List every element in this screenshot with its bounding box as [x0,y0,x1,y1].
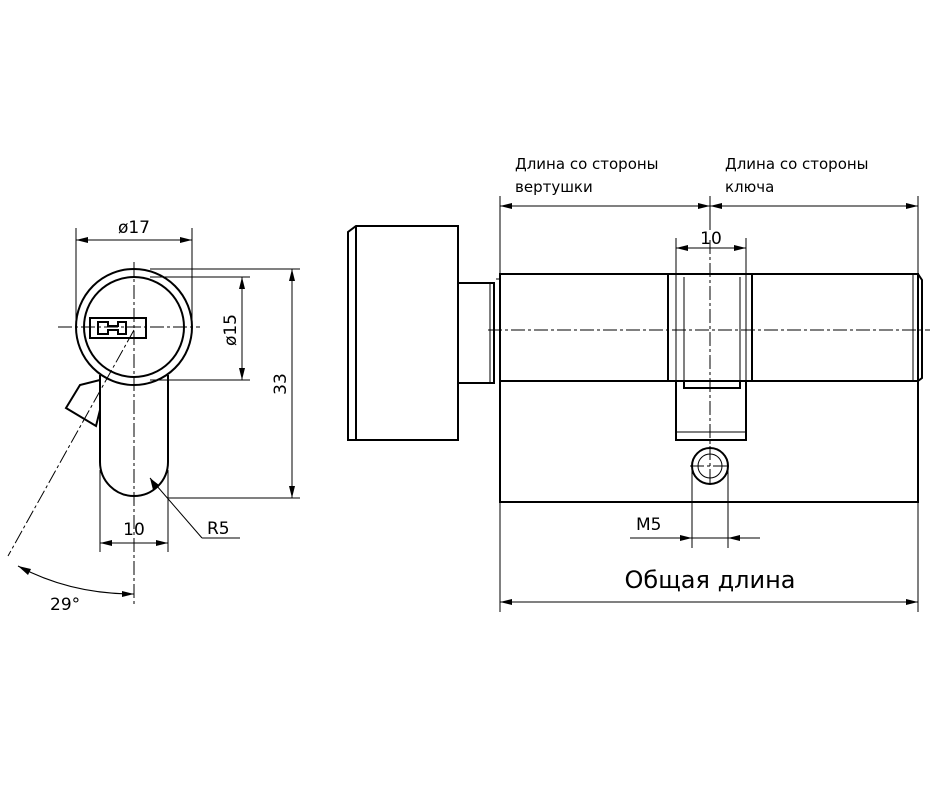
side-view: ø17 ø15 33 10 R5 29° [7,218,300,615]
label-total-length: Общая длина [625,566,796,594]
dim-screw: M5 [636,515,661,535]
angle-line [7,329,135,557]
label-key-side-line1: Длина со стороны [725,155,869,173]
cam-tail [64,379,101,428]
dim-width-10: 10 [123,520,145,540]
dim-diameter-15: ø15 [221,314,241,346]
cam-slot [667,274,753,441]
dim-radius: R5 [207,519,230,539]
dim-diameter-17: ø17 [118,218,150,238]
label-key-side-line2: ключа [725,178,774,196]
label-turn-side-line2: вертушки [515,178,593,196]
dim-cam-width: 10 [700,229,722,249]
keyway [89,317,147,339]
dim-height-33: 33 [271,373,291,395]
front-view: Длина со стороны вертушки Длина со сторо… [347,155,930,612]
dim-angle: 29° [50,595,80,615]
turn-knob [347,225,459,441]
label-turn-side-line1: Длина со стороны [515,155,659,173]
knob-shaft [457,282,495,384]
